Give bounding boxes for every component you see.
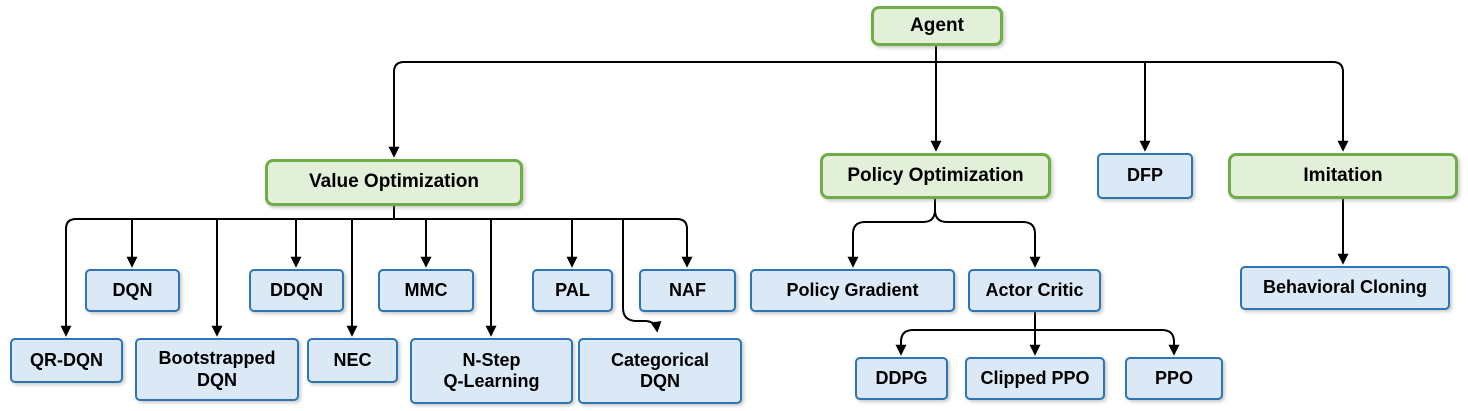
node-behavioral-cloning-label: Behavioral Cloning — [1262, 277, 1428, 298]
node-dqn: DQN — [85, 269, 180, 312]
edge-actor-critic-rail — [900, 329, 1175, 343]
node-imitation-label: Imitation — [1303, 164, 1383, 186]
node-value-optimization-label: Value Optimization — [309, 171, 479, 193]
node-qr-dqn: QR-DQN — [10, 338, 123, 383]
node-nstep-qlearning: N-Step Q-Learning — [410, 338, 573, 404]
node-qr-dqn-label: QR-DQN — [30, 349, 103, 370]
node-agent-label: Agent — [910, 14, 964, 36]
node-ddpg: DDPG — [855, 357, 948, 400]
node-bootstrapped-dqn-label: Bootstrapped DQN — [158, 348, 276, 390]
node-imitation: Imitation — [1228, 153, 1458, 199]
edge-po-actor-critic — [934, 199, 1041, 268]
node-agent: Agent — [871, 6, 1003, 46]
node-naf-label: NAF — [669, 279, 706, 300]
node-mmc-label: MMC — [404, 279, 448, 300]
node-categorical-dqn-label: Categorical DQN — [610, 349, 710, 391]
node-ddqn-label: DDQN — [270, 279, 323, 300]
node-naf: NAF — [639, 269, 736, 312]
node-actor-critic: Actor Critic — [968, 269, 1101, 312]
node-actor-critic-label: Actor Critic — [985, 279, 1084, 300]
node-mmc: MMC — [378, 269, 474, 312]
node-clipped-ppo: Clipped PPO — [965, 357, 1105, 400]
node-ddpg-label: DDPG — [875, 367, 928, 388]
node-dfp-label: DFP — [1127, 165, 1163, 186]
node-pal: PAL — [532, 269, 613, 312]
node-ddqn: DDQN — [249, 269, 344, 312]
node-ppo-label: PPO — [1154, 367, 1193, 388]
node-policy-gradient-label: Policy Gradient — [786, 279, 919, 300]
node-dqn-label: DQN — [112, 279, 153, 300]
edge-value-optimization-rail — [65, 218, 688, 230]
node-bootstrapped-dqn: Bootstrapped DQN — [135, 338, 299, 401]
node-clipped-ppo-label: Clipped PPO — [980, 367, 1090, 388]
node-pal-label: PAL — [555, 279, 590, 300]
node-policy-optimization: Policy Optimization — [820, 153, 1051, 199]
node-dfp: DFP — [1097, 153, 1193, 199]
node-ppo: PPO — [1125, 357, 1223, 400]
node-behavioral-cloning: Behavioral Cloning — [1240, 266, 1450, 310]
node-nec: NEC — [307, 338, 398, 383]
node-categorical-dqn: Categorical DQN — [578, 338, 742, 404]
edge-agent-rail — [393, 61, 1344, 73]
node-nec-label: NEC — [333, 349, 372, 370]
node-policy-gradient: Policy Gradient — [750, 269, 955, 312]
node-nstep-qlearning-label: N-Step Q-Learning — [443, 349, 540, 391]
node-value-optimization: Value Optimization — [265, 159, 523, 206]
edge-po-policy-gradient — [847, 199, 936, 268]
edge-vo-categorical-dqn — [622, 219, 662, 333]
node-policy-optimization-label: Policy Optimization — [847, 164, 1024, 186]
